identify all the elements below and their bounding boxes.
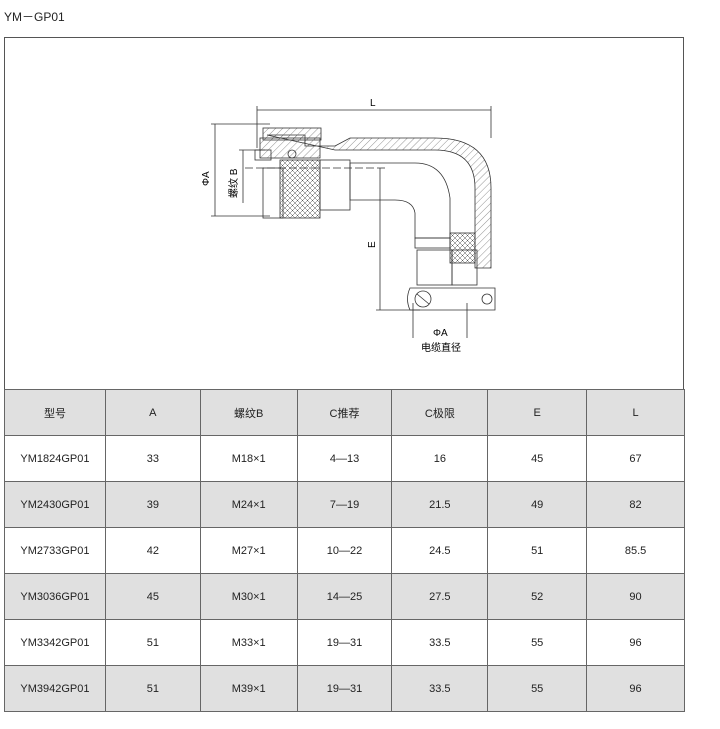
table-cell: 10—22 xyxy=(296,527,393,574)
cable-phiA-label: ΦA xyxy=(433,328,448,339)
table-cell: M33×1 xyxy=(199,619,298,666)
table-cell: 33.5 xyxy=(391,619,489,666)
dimension-phiA-label: ΦA xyxy=(201,171,212,186)
cable-diameter-label: 电缆直径 xyxy=(421,341,461,354)
table-cell: 51 xyxy=(104,619,201,666)
table-cell: YM3942GP01 xyxy=(4,665,106,712)
dimension-L-label: L xyxy=(370,98,376,109)
table-cell: 52 xyxy=(487,573,588,620)
table-cell: 42 xyxy=(104,527,201,574)
table-cell: 16 xyxy=(391,435,489,482)
table-cell: YM1824GP01 xyxy=(4,435,106,482)
table-cell: 33.5 xyxy=(391,665,489,712)
table-cell: 27.5 xyxy=(391,573,489,620)
header-cell: C极限 xyxy=(391,389,489,436)
table-cell: M30×1 xyxy=(199,573,298,620)
table-cell: YM3342GP01 xyxy=(4,619,106,666)
table-cell: 33 xyxy=(104,435,201,482)
table-cell: M27×1 xyxy=(199,527,298,574)
table-cell: 45 xyxy=(104,573,201,620)
dimension-E-label: E xyxy=(367,241,378,248)
header-cell: E xyxy=(487,389,588,436)
table-cell: M18×1 xyxy=(199,435,298,482)
table-cell: 21.5 xyxy=(391,481,489,528)
table-cell: 19—31 xyxy=(296,665,393,712)
table-cell: 7—19 xyxy=(296,481,393,528)
table-cell: 24.5 xyxy=(391,527,489,574)
table-cell: 51 xyxy=(487,527,588,574)
connector-drawing: L ΦA 螺纹 B E ΦA 电缆直径 xyxy=(201,98,496,354)
table-cell: 67 xyxy=(586,435,685,482)
table-cell: 82 xyxy=(586,481,685,528)
table-cell: 14—25 xyxy=(296,573,393,620)
table-cell: 49 xyxy=(487,481,588,528)
table-cell: YM2430GP01 xyxy=(4,481,106,528)
table-cell: YM2733GP01 xyxy=(4,527,106,574)
header-cell: C推荐 xyxy=(296,389,393,436)
table-cell: 39 xyxy=(104,481,201,528)
table-header-row: 型号 A 螺纹B C推荐 C极限 E L xyxy=(4,389,685,436)
table-cell: M24×1 xyxy=(199,481,298,528)
table-cell: 45 xyxy=(487,435,588,482)
table-cell: 55 xyxy=(487,665,588,712)
header-cell: A xyxy=(104,389,201,436)
header-cell: L xyxy=(586,389,685,436)
table-cell: YM3036GP01 xyxy=(4,573,106,620)
table-cell: 96 xyxy=(586,665,685,712)
page-title: YM－GP01 xyxy=(4,10,65,24)
thread-B-label: 螺纹 B xyxy=(227,168,240,198)
header-cell: 螺纹B xyxy=(199,389,298,436)
drawing-frame: L ΦA 螺纹 B E ΦA 电缆直径 xyxy=(4,37,684,389)
table-cell: 90 xyxy=(586,573,685,620)
table-cell: 96 xyxy=(586,619,685,666)
table-cell: 4—13 xyxy=(296,435,393,482)
table-cell: 19—31 xyxy=(296,619,393,666)
header-cell: 型号 xyxy=(4,389,106,436)
table-cell: 51 xyxy=(104,665,201,712)
table-cell: 85.5 xyxy=(586,527,685,574)
table-cell: 55 xyxy=(487,619,588,666)
table-cell: M39×1 xyxy=(199,665,298,712)
